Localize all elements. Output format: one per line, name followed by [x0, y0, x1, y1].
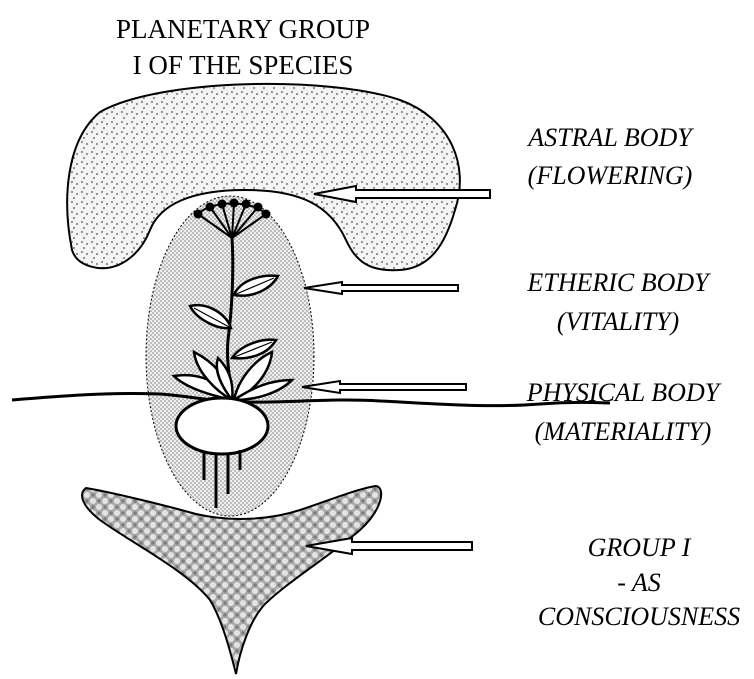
- etheric-label-line-2: (VITALITY): [557, 307, 679, 336]
- astral-label-line-1: ASTRAL BODY: [526, 123, 694, 152]
- diagram-title-line-1: PLANETARY GROUP: [116, 14, 370, 44]
- arrow-etheric: [304, 282, 458, 294]
- diagram-title-line-2: I OF THE SPECIES: [133, 50, 354, 80]
- physical-label-line-2: (MATERIALITY): [535, 417, 712, 446]
- physical-label-line-1: PHYSICAL BODY: [526, 378, 722, 407]
- astral-label-line-2: (FLOWERING): [528, 161, 693, 190]
- etheric-body-ellipse: [146, 196, 314, 516]
- etheric-label-line-1: ETHERIC BODY: [526, 268, 711, 297]
- group-label-line-1: GROUP I: [588, 533, 692, 562]
- root-bulb: [176, 398, 268, 454]
- arrow-physical: [302, 381, 466, 393]
- group-label-line-2: - AS: [617, 568, 661, 597]
- group-label-line-3: CONSCIOUSNESS: [538, 602, 740, 631]
